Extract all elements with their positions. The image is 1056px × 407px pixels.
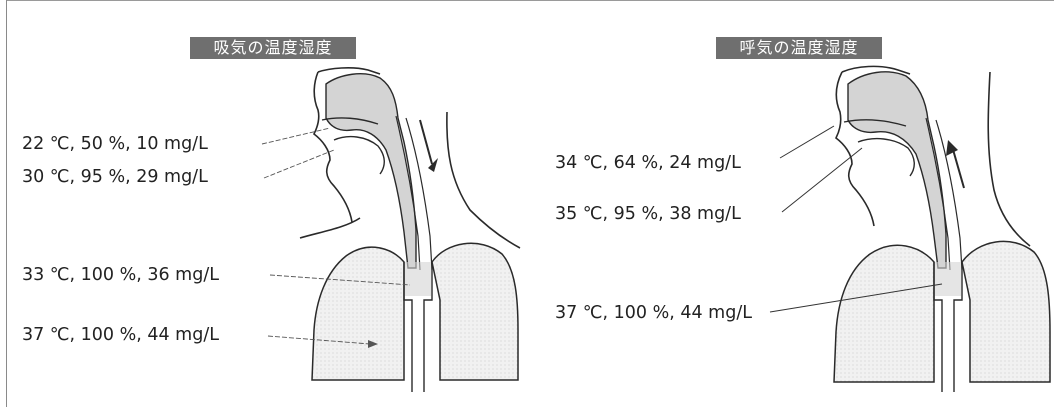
exhale-tongue [858, 139, 914, 176]
exhale-flow-arrowhead [946, 140, 958, 156]
exhale-leader-1 [780, 126, 834, 158]
exhale-trachea-fill [935, 262, 961, 296]
exhale-label-nasal: 34 ℃, 64 %, 24 mg/L [555, 153, 741, 173]
exhale-left-lung [834, 245, 934, 382]
exhale-label-lung: 37 ℃, 100 %, 44 mg/L [555, 303, 752, 323]
exhale-nasal-cavity [848, 72, 946, 268]
exhale-neck-outline [988, 72, 1030, 246]
exhale-flow-arrow [952, 146, 964, 188]
exhale-right-lung [962, 241, 1050, 382]
exhale-label-pharynx: 35 ℃, 95 %, 38 mg/L [555, 204, 741, 224]
